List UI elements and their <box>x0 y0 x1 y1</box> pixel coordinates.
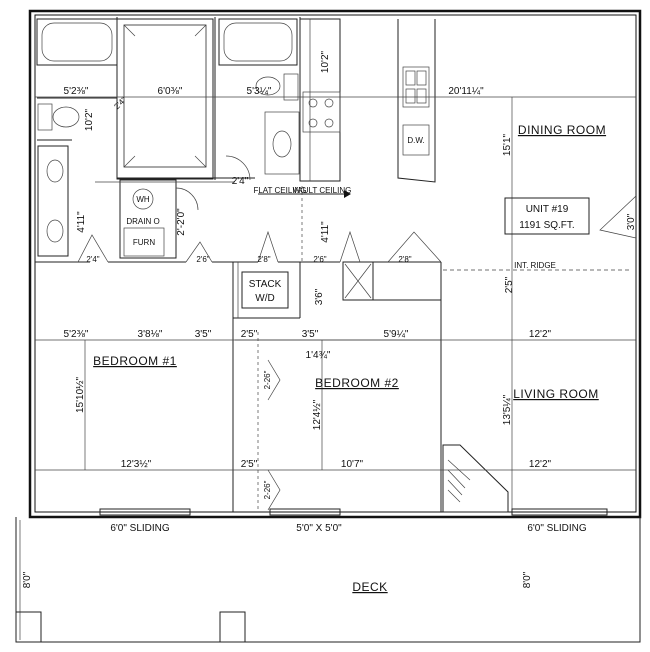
dim-text: 2'6" <box>313 255 326 264</box>
window-size-label: 5'0" X 5'0" <box>296 523 342 534</box>
ceiling-divider <box>257 186 632 512</box>
exterior-walls <box>28 9 642 519</box>
bath-two <box>214 17 301 181</box>
sliding-door-left-label: 6'0" SLIDING <box>110 523 170 534</box>
bedroom-2-label: BEDROOM #2 <box>315 376 399 390</box>
dim-text: 2'5" <box>241 459 258 470</box>
unit-number: UNIT #19 <box>526 204 569 215</box>
dim-text: 2'-2'0" <box>176 208 187 236</box>
dim-text: 13'5¼" <box>501 394 513 425</box>
dim-text: 10'2" <box>84 108 95 131</box>
dim-text: 2'6" <box>196 255 209 264</box>
deck-label: DECK <box>352 580 387 594</box>
dim-text: 2'4" <box>232 176 249 187</box>
kitchen-island <box>397 19 436 183</box>
dim-text: 5'3¼" <box>247 85 272 97</box>
dim-text: 3'6" <box>314 288 325 305</box>
dim-text: 8'0" <box>522 571 533 588</box>
dim-text: 5'2⅜" <box>64 86 89 97</box>
dim-text: 10'2" <box>320 50 331 73</box>
dim-text: 3'8⅛" <box>138 329 163 340</box>
dim-text: 6'0⅜" <box>158 86 183 97</box>
dishwasher-label: D.W. <box>407 136 424 145</box>
deck-outline <box>15 517 641 643</box>
dim-text: 3'5" <box>195 329 212 340</box>
washer-dryer-label: W/D <box>255 293 274 304</box>
furnace-label: FURN <box>133 238 155 247</box>
fireplace <box>442 444 509 513</box>
dim-text: 15'10½" <box>75 377 86 413</box>
living-room-label: LIVING ROOM <box>513 387 599 401</box>
dim-text: 5'9¼" <box>384 328 409 340</box>
dim-text: 20'11¼" <box>448 85 484 97</box>
unit-box <box>504 197 590 235</box>
sliding-door-right-label: 6'0" SLIDING <box>527 523 587 534</box>
dim-text: 2'5" <box>504 276 515 293</box>
water-heater-label: WH <box>136 195 150 204</box>
shower <box>116 18 255 180</box>
dim-text: 3'5" <box>302 329 319 340</box>
dim-text: 12'4½" <box>312 399 323 430</box>
unit-area: 1191 SQ.FT. <box>519 220 574 231</box>
stack-label: STACK <box>249 279 282 290</box>
dining-room-label: DINING ROOM <box>518 123 606 137</box>
dimension-lines <box>35 96 636 512</box>
dim-text: 1'4¾" <box>306 350 331 361</box>
dimension-labels: 5'2⅜" 6'0⅜" 5'3¼" 20'11¼" 10'2" 10'2" 2'… <box>22 50 637 588</box>
dim-text: 2'8" <box>257 255 270 264</box>
dim-text: 4'11" <box>320 221 331 243</box>
vault-ceiling-label: VAULT CEILING <box>293 186 352 195</box>
dim-text: 15'1" <box>502 133 513 156</box>
dim-text: 12'3½" <box>121 459 152 470</box>
dim-text: 2-26" <box>263 480 272 499</box>
dim-text: 3'0" <box>626 213 637 230</box>
kitchen-counter <box>299 18 341 182</box>
flat-ceiling-label: FLAT CEILING <box>253 186 306 195</box>
stack-washer-dryer <box>241 271 289 309</box>
dim-text: 2'5" <box>241 329 258 340</box>
utility-room <box>119 179 199 259</box>
bedroom-1-label: BEDROOM #1 <box>93 354 177 368</box>
dim-text: 2-26" <box>263 370 272 389</box>
drain-label: DRAIN O <box>126 217 159 226</box>
dim-text: 4'11" <box>76 211 87 233</box>
int-ridge-label: INT. RIDGE <box>514 261 556 270</box>
dim-text: 5'2⅜" <box>64 329 89 340</box>
dim-text: 2'8" <box>398 255 411 264</box>
dim-text: 12'2" <box>529 459 552 470</box>
dim-text: 10'7" <box>341 459 364 470</box>
door-swings <box>77 195 637 511</box>
openings <box>99 508 608 516</box>
dim-text: 12'2" <box>529 329 552 340</box>
dim-text: 2'4" <box>86 255 99 264</box>
dim-text: 8'0" <box>22 571 33 588</box>
